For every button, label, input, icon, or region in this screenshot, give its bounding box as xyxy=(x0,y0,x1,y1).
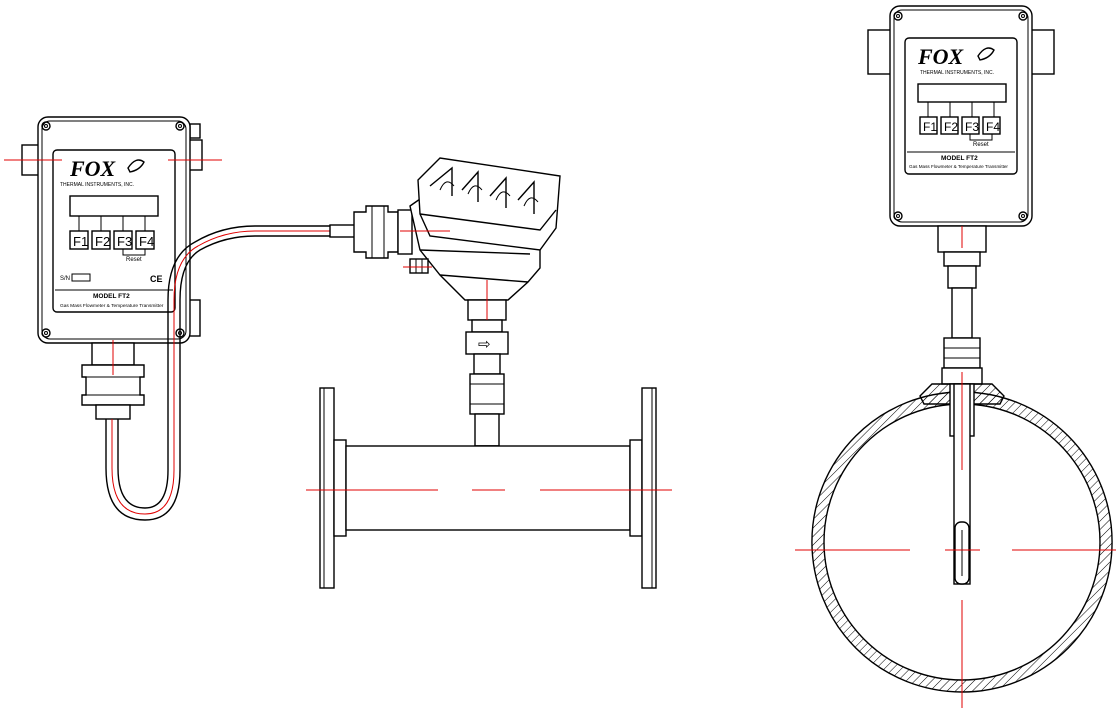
cable-entry-fitting xyxy=(353,205,399,259)
company-name: THERMAL INSTRUMENTS, INC. xyxy=(920,70,994,76)
inlet-flange xyxy=(319,387,335,589)
lcd-display xyxy=(69,195,159,217)
compression-fitting xyxy=(469,373,505,415)
gland-nut xyxy=(95,404,131,420)
reset-label: Reset xyxy=(126,257,142,263)
model-description: Gas Mass Flowmeter & Temperature Transmi… xyxy=(60,303,164,309)
company-name: THERMAL INSTRUMENTS, INC. xyxy=(60,182,134,188)
ground-screw xyxy=(409,258,429,274)
neck-hex xyxy=(943,251,981,267)
head-lid xyxy=(417,157,561,251)
key-f1-label: F1 xyxy=(73,234,88,249)
insertion-transmitter: FOX THERMAL INSTRUMENTS, INC. F1 F2 F3 F… xyxy=(867,5,1055,385)
key-f3-label: F3 xyxy=(965,120,979,134)
face-panel xyxy=(52,149,176,313)
fox-logo: FOX xyxy=(917,44,965,69)
remote-transmitter: FOX THERMAL INSTRUMENTS, INC. F1 F2 F3 F… xyxy=(4,116,222,420)
key-f1 xyxy=(919,116,938,135)
probe-stem xyxy=(474,413,500,447)
flow-direction-arrow-icon: ⇨ xyxy=(478,336,491,353)
cable-entry-tube xyxy=(329,224,357,238)
inlet-hub xyxy=(333,439,347,537)
connection-cable xyxy=(105,225,330,521)
key-f2-label: F2 xyxy=(944,120,958,134)
key-f3-label: F3 xyxy=(117,234,132,249)
compression-fitting xyxy=(943,337,981,369)
enclosure-body xyxy=(889,5,1033,227)
neck-coupling xyxy=(947,265,977,289)
stem-coupling xyxy=(473,353,501,375)
fox-logo: FOX xyxy=(69,156,117,181)
key-f4-label: F4 xyxy=(139,234,154,249)
ce-mark: CE xyxy=(150,274,163,284)
key-f1 xyxy=(69,230,89,250)
model-label: MODEL FT2 xyxy=(941,155,978,162)
model-label: MODEL FT2 xyxy=(93,293,130,300)
entry-nut xyxy=(397,209,413,255)
pipe-cross-section xyxy=(795,372,1116,708)
right-conduit-boss xyxy=(1029,29,1055,75)
model-description: Gas Mass Flowmeter & Temperature Transmi… xyxy=(909,164,1008,169)
right-conduit-cap-top xyxy=(189,123,201,139)
sensor-connection-head: ⇨ xyxy=(329,157,561,455)
fox-tail-icon xyxy=(977,47,995,61)
left-conduit-boss xyxy=(867,29,893,75)
key-f2-label: F2 xyxy=(95,234,110,249)
corner-screws xyxy=(41,121,185,338)
enclosure-body xyxy=(37,116,191,344)
face-panel xyxy=(904,37,1018,175)
spool-piece xyxy=(306,387,672,589)
key-f4-label: F4 xyxy=(986,120,1000,134)
probe-extension xyxy=(951,287,973,339)
serial-plate xyxy=(71,273,91,282)
lcd-display xyxy=(917,83,1007,103)
fox-tail-icon xyxy=(127,159,145,173)
serial-label: S/N xyxy=(60,276,70,282)
outlet-hub xyxy=(629,439,643,537)
key-f2 xyxy=(91,230,111,250)
head-neck-2 xyxy=(471,319,503,333)
key-f2 xyxy=(940,116,959,135)
reset-label: Reset xyxy=(973,142,989,148)
pipe-body xyxy=(345,445,631,531)
outlet-flange xyxy=(641,387,657,589)
key-f1-label: F1 xyxy=(923,120,937,134)
